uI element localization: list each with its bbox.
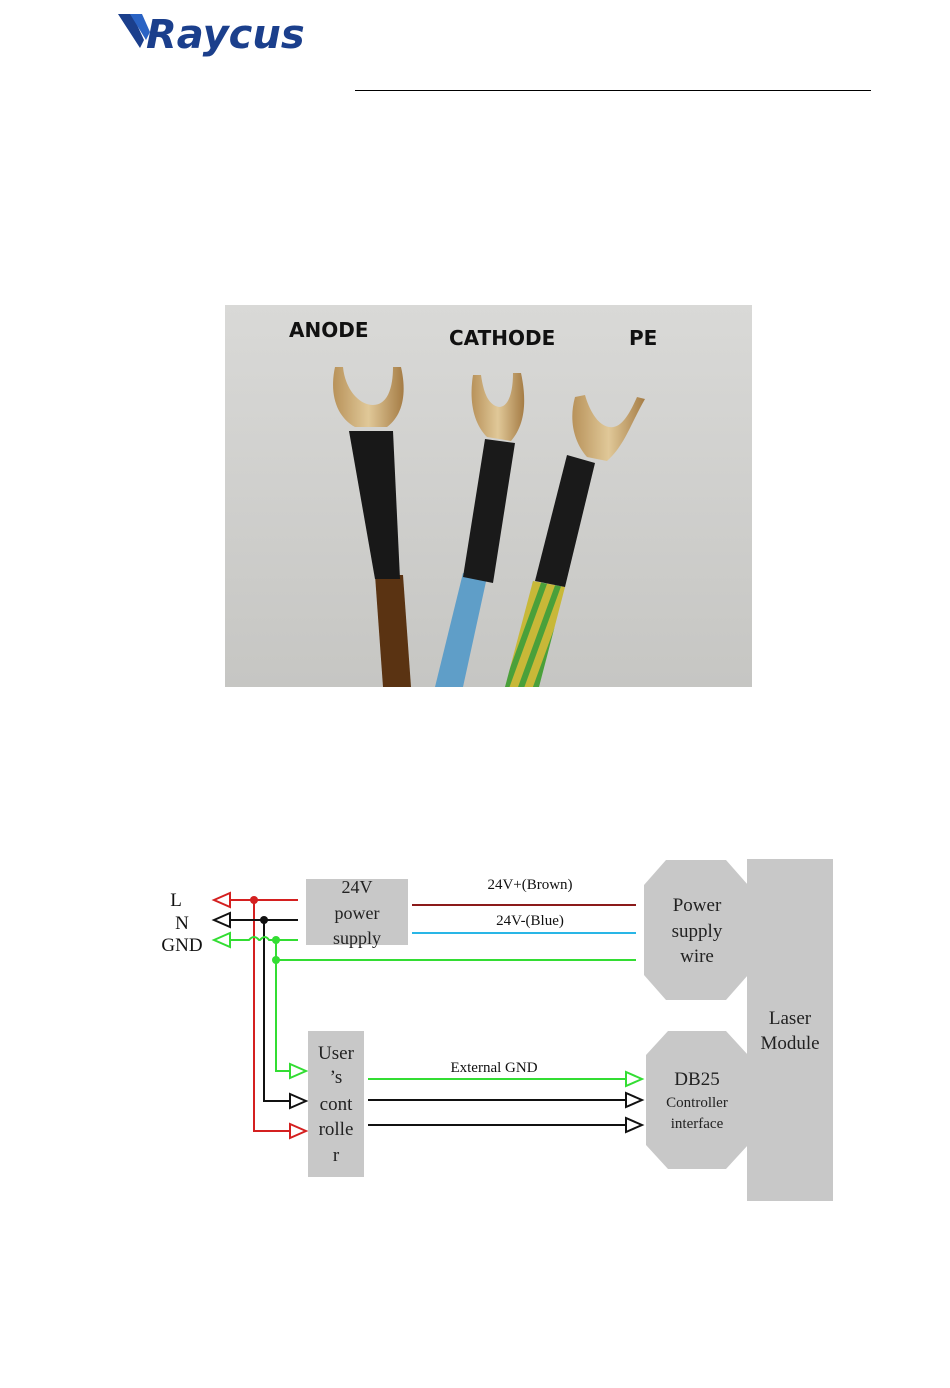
mains-n-label: N	[175, 913, 189, 934]
laser-module-line2: Module	[760, 1033, 819, 1054]
laser-module-line1: Laser	[769, 1008, 812, 1029]
mains-gnd-label: GND	[161, 935, 202, 956]
controller-line3: cont	[320, 1094, 353, 1115]
power-wire-line3: wire	[680, 946, 714, 967]
controller-line1: User	[318, 1043, 355, 1064]
signal-line-2	[368, 1118, 642, 1132]
power-wire-line1: Power	[673, 895, 722, 916]
signal-line-1	[368, 1093, 642, 1107]
db25-line2: Controller	[666, 1095, 728, 1111]
logo-text: Raycus	[146, 12, 305, 58]
mains-l-label: L	[170, 890, 182, 911]
blue-wire-label: 24V-(Blue)	[496, 913, 564, 929]
label-pe: PE	[629, 326, 657, 350]
psu-line3: supply	[333, 928, 381, 948]
ext-gnd-label: External GND	[450, 1060, 537, 1076]
laser-module-box	[747, 859, 833, 1201]
wiring-diagram: L N GND 24V power supply 24V+(Brown) 24V…	[150, 855, 840, 1205]
controller-line4: rolle	[319, 1119, 354, 1140]
db25-line1: DB25	[674, 1069, 719, 1090]
db25-line3: interface	[671, 1116, 724, 1132]
brown-wire-label: 24V+(Brown)	[487, 877, 572, 893]
label-cathode: CATHODE	[449, 326, 555, 350]
terminal-photo: ANODE CATHODE PE	[225, 305, 752, 687]
header-rule	[355, 90, 871, 91]
raycus-logo: Raycus	[118, 10, 343, 60]
controller-line5: r	[333, 1145, 340, 1166]
psu-line2: power	[335, 903, 380, 923]
psu-line1: 24V	[342, 877, 373, 897]
ground-line	[214, 933, 636, 1078]
controller-line2: ’s	[330, 1067, 343, 1088]
label-anode: ANODE	[289, 318, 368, 342]
power-wire-line2: supply	[672, 921, 723, 942]
